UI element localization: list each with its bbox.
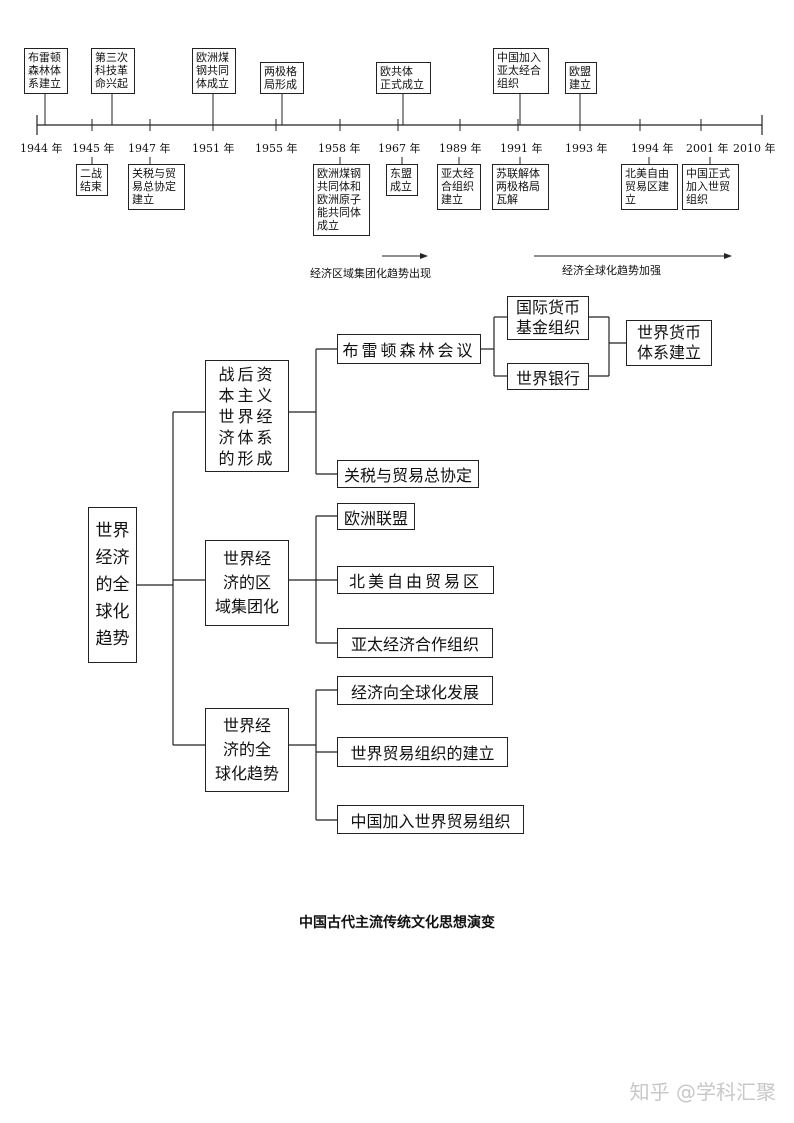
node-monetary-system: 世界货币 体系建立 [626, 320, 712, 366]
event-1991-ussr-collapse: 苏联解体 两极格局 瓦解 [492, 164, 549, 210]
watermark: 知乎 @学科汇聚 [629, 1080, 776, 1104]
caption-title: 中国古代主流传统文化思想演变 [299, 915, 495, 931]
branch-globalization: 世界经 济的全 球化趋势 [205, 708, 289, 792]
node-china-joins-wto: 中国加入世界贸易组织 [337, 805, 524, 834]
year-label: 1947 年 [128, 142, 171, 155]
year-label: 1958 年 [318, 142, 361, 155]
node-apec: 亚太经济合作组织 [337, 628, 493, 658]
node-gatt: 关税与贸易总协定 [337, 460, 479, 488]
branch-regionalization: 世界经 济的区 域集团化 [205, 540, 289, 626]
node-economic-globalization: 经济向全球化发展 [337, 676, 493, 705]
event-bipolar-pattern: 两极格 局形成 [260, 62, 304, 94]
event-1989-apec: 亚太经 合组织 建立 [437, 164, 481, 210]
trend-label-global: 经济全球化趋势加强 [562, 264, 661, 277]
year-label: 1991 年 [500, 142, 543, 155]
root-node: 世界 经济 的全 球化 趋势 [88, 507, 137, 663]
event-1947-gatt: 关税与贸 易总协定 建立 [128, 164, 185, 210]
node-nafta: 北美自由贸易区 [337, 566, 494, 594]
trend-label-regional: 经济区域集团化趋势出现 [310, 267, 431, 280]
year-label: 1989 年 [439, 142, 482, 155]
event-1994-nafta: 北美自由 贸易区建 立 [621, 164, 678, 210]
year-label: 1994 年 [631, 142, 674, 155]
year-label: 1951 年 [192, 142, 235, 155]
event-tech-revolution: 第三次 科技革 命兴起 [91, 48, 135, 94]
event-1945-wwii-end: 二战 结束 [76, 164, 108, 196]
year-label: 1955 年 [255, 142, 298, 155]
year-label: 2001 年 [686, 142, 729, 155]
event-1993-eu: 欧盟 建立 [565, 62, 597, 94]
event-1951-ecsc: 欧洲煤 钢共同 体成立 [192, 48, 236, 94]
node-european-union: 欧洲联盟 [337, 503, 415, 530]
event-1958-eec-euratom: 欧洲煤钢 共同体和 欧洲原子 能共同体 成立 [313, 164, 370, 236]
event-2001-china-wto: 中国正式 加入世贸 组织 [682, 164, 739, 210]
year-label: 2010 年 [733, 142, 776, 155]
event-1944-bretton-woods: 布雷顿 森林体 系建立 [24, 48, 68, 94]
node-wto-founding: 世界贸易组织的建立 [337, 737, 508, 767]
node-bretton-woods: 布雷顿森林会议 [337, 334, 481, 364]
event-china-apec: 中国加入 亚太经合 组织 [493, 48, 549, 94]
node-imf: 国际货币 基金组织 [507, 296, 589, 340]
year-label: 1967 年 [378, 142, 421, 155]
year-label: 1945 年 [72, 142, 115, 155]
node-world-bank: 世界银行 [507, 363, 589, 390]
year-label: 1944 年 [20, 142, 63, 155]
branch-postwar-system: 战后资 本主义 世界经 济体系 的形成 [205, 360, 289, 472]
year-label: 1993 年 [565, 142, 608, 155]
event-1967-ec: 欧共体 正式成立 [376, 62, 431, 94]
event-1967-asean: 东盟 成立 [386, 164, 418, 196]
